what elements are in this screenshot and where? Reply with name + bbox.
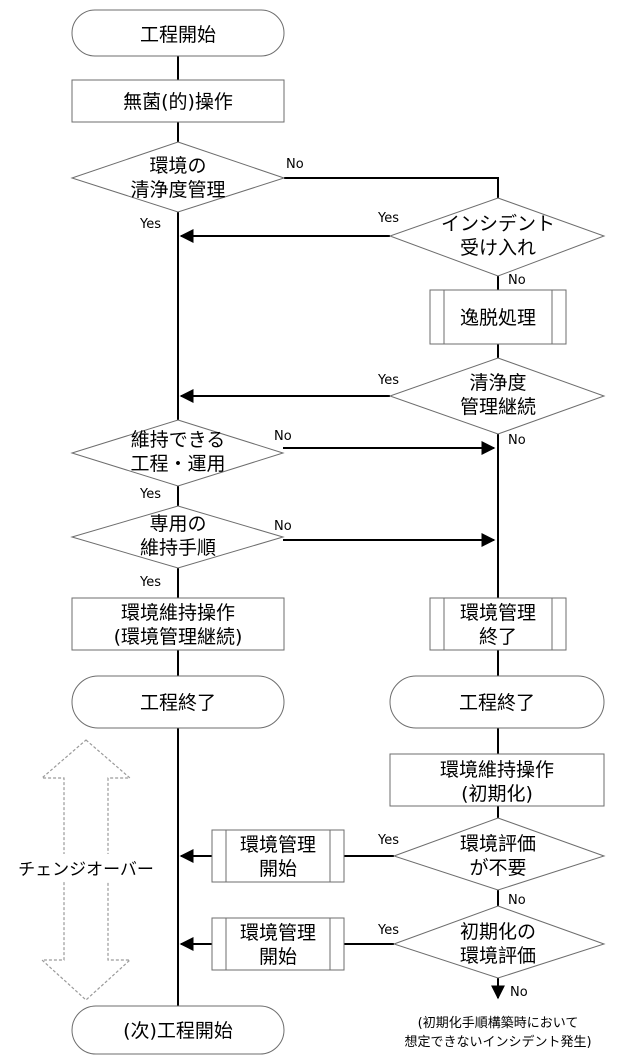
edge-envclean-no: [284, 177, 499, 198]
env-maintenance-continue-box: 環境維持操作 (環境管理継続): [71, 597, 285, 651]
label-no-incident: No: [508, 273, 526, 288]
svg-text:環境維持操作: 環境維持操作: [121, 602, 235, 624]
svg-text:管理継続: 管理継続: [460, 396, 536, 418]
svg-text:環境管理: 環境管理: [460, 602, 536, 624]
deviation-handling-box: 逸脱処理: [429, 289, 567, 345]
start-terminator: 工程開始: [71, 9, 285, 57]
label-yes-envclean: Yes: [139, 217, 161, 232]
aseptic-operation-box: 無菌(的)操作: [71, 79, 285, 123]
svg-text:(初期化): (初期化): [461, 783, 533, 805]
svg-text:(環境管理継続): (環境管理継続): [114, 626, 243, 648]
incident-note-line-2: 想定できないインシデント発生): [404, 1034, 591, 1050]
label-no-maintainable: No: [274, 429, 292, 444]
label-no-evalunneeded: No: [508, 893, 526, 908]
svg-text:清浄度: 清浄度: [469, 372, 526, 394]
label-no-initeval: No: [510, 985, 528, 1000]
svg-text:逸脱処理: 逸脱処理: [460, 307, 536, 329]
edge-labels: No Yes Yes No Yes No No Yes No Yes Yes N…: [139, 157, 528, 1000]
next-process-start-terminator: (次)工程開始: [71, 1005, 285, 1055]
label-no-dedicated: No: [274, 519, 292, 534]
svg-text:無菌(的)操作: 無菌(的)操作: [123, 91, 233, 113]
incident-note-line-1: (初期化手順構築時において: [418, 1016, 579, 1031]
svg-text:工程終了: 工程終了: [140, 692, 216, 714]
svg-text:維持できる: 維持できる: [131, 429, 226, 451]
label-yes-dedicated: Yes: [139, 575, 161, 590]
svg-text:受け入れ: 受け入れ: [460, 237, 536, 259]
process-end-left-terminator: 工程終了: [71, 675, 285, 729]
changeover-label-bg: [10, 854, 170, 882]
label-no-cleancontinue: No: [508, 433, 526, 448]
label-yes-cleancontinue: Yes: [377, 373, 399, 388]
env-management-end-box: 環境管理 終了: [429, 597, 567, 651]
edges: [177, 56, 505, 1014]
changeover-label: チェンジオーバー: [18, 860, 154, 880]
init-env-eval-decision: 初期化の 環境評価: [392, 905, 606, 979]
svg-text:初期化の: 初期化の: [460, 921, 536, 943]
svg-text:環境維持操作: 環境維持操作: [440, 759, 554, 781]
svg-text:開始: 開始: [259, 858, 297, 880]
svg-text:終了: 終了: [479, 626, 517, 648]
svg-text:維持手順: 維持手順: [140, 537, 216, 559]
svg-text:工程・運用: 工程・運用: [130, 453, 225, 475]
env-eval-unneeded-decision: 環境評価 が不要: [392, 817, 606, 891]
svg-text:(次)工程開始: (次)工程開始: [123, 1020, 233, 1042]
label-yes-evalunneeded: Yes: [377, 833, 399, 848]
env-cleanliness-decision: 環境の 清浄度管理: [70, 141, 286, 213]
svg-text:環境管理: 環境管理: [240, 834, 316, 856]
svg-text:専用の: 専用の: [149, 513, 206, 535]
svg-text:環境管理: 環境管理: [240, 922, 316, 944]
svg-text:工程終了: 工程終了: [459, 692, 535, 714]
process-end-right-terminator: 工程終了: [389, 675, 605, 729]
env-management-start-box-2: 環境管理 開始: [211, 917, 345, 971]
dedicated-procedure-decision: 専用の 維持手順: [70, 505, 285, 569]
svg-text:清浄度管理: 清浄度管理: [130, 179, 225, 201]
label-no-envclean: No: [286, 157, 304, 172]
label-yes-maintainable: Yes: [139, 487, 161, 502]
svg-text:インシデント: インシデント: [441, 213, 555, 235]
label-yes-incident: Yes: [377, 211, 399, 226]
svg-text:環境評価: 環境評価: [460, 833, 536, 855]
env-management-start-box-1: 環境管理 開始: [211, 829, 345, 883]
svg-text:環境評価: 環境評価: [460, 945, 536, 967]
svg-text:が不要: が不要: [469, 857, 526, 879]
label-yes-initeval: Yes: [377, 923, 399, 938]
env-maintenance-init-box: 環境維持操作 (初期化): [389, 753, 605, 807]
incident-acceptance-decision: インシデント 受け入れ: [388, 197, 606, 277]
maintainable-process-decision: 維持できる 工程・運用: [70, 419, 285, 487]
svg-text:環境の: 環境の: [149, 155, 206, 177]
svg-text:開始: 開始: [259, 946, 297, 968]
cleanliness-continue-decision: 清浄度 管理継続: [388, 357, 606, 435]
svg-text:工程開始: 工程開始: [140, 24, 216, 46]
